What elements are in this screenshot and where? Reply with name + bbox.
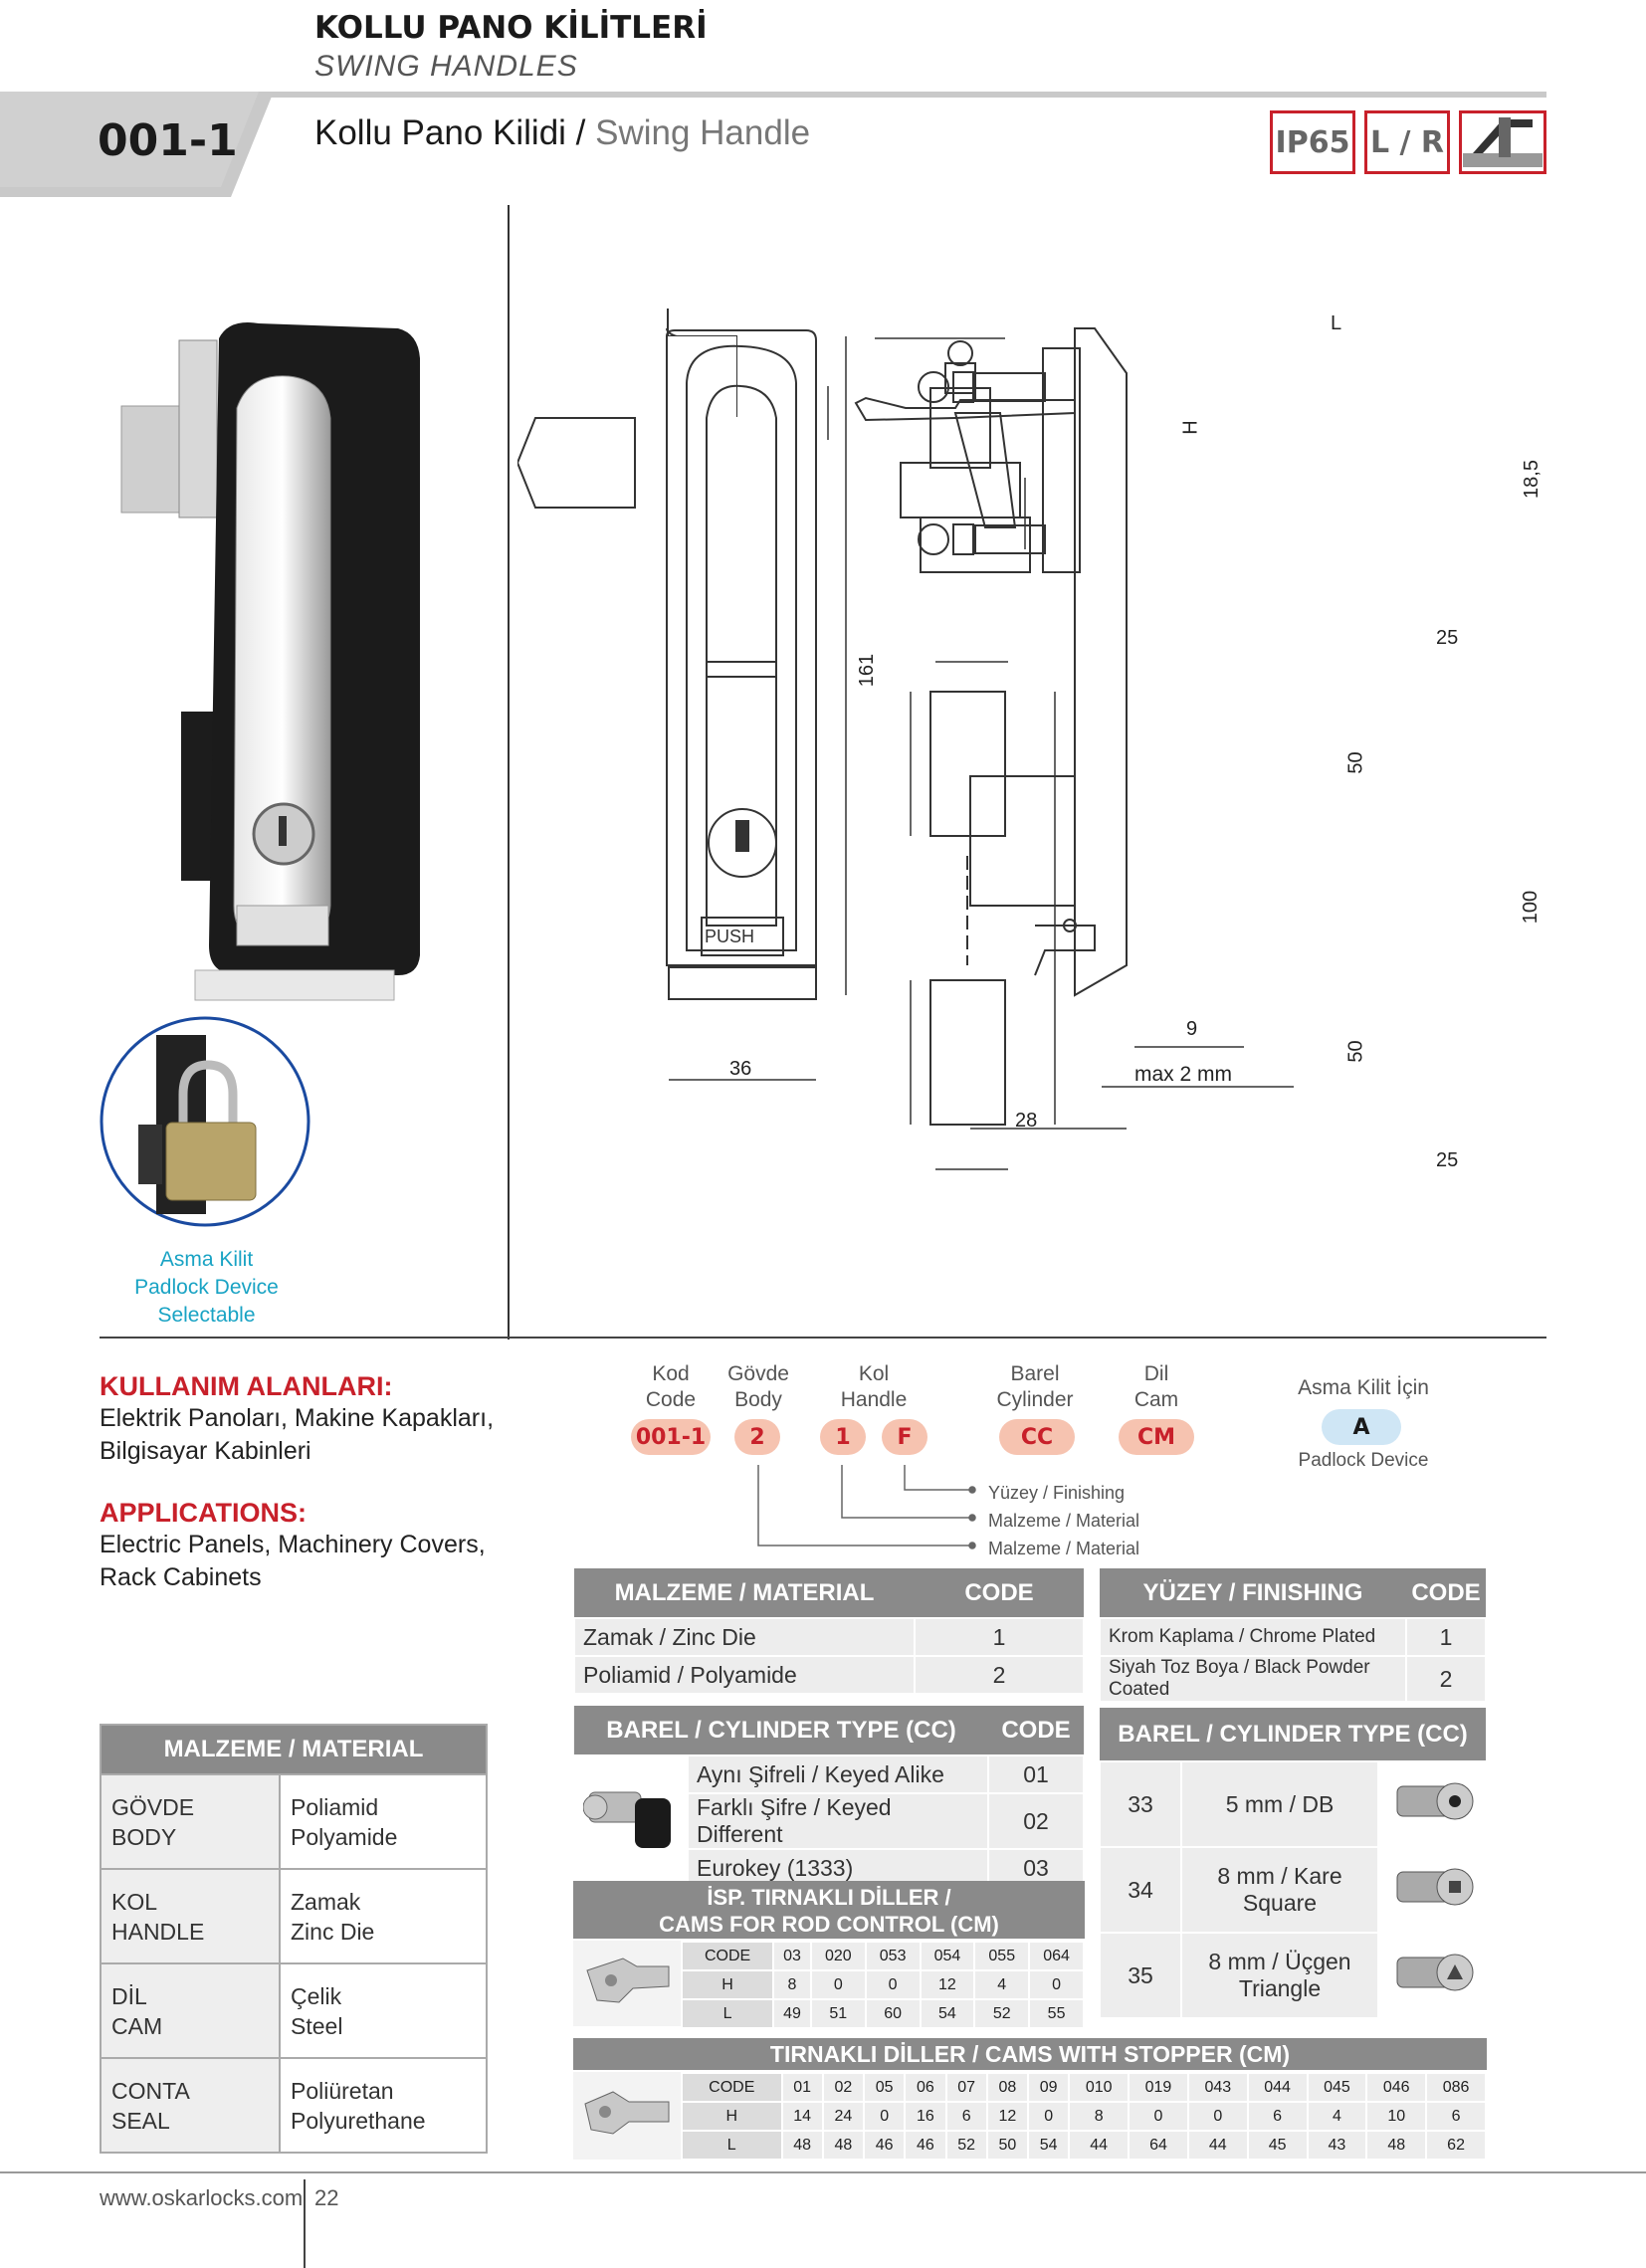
catalog-subtitle: SWING HANDLES: [314, 50, 578, 83]
code-tab: [0, 92, 274, 197]
dim-9: 9: [1186, 1018, 1198, 1040]
cylinder-db-icon: [1396, 1782, 1474, 1820]
dim-100: 100: [1520, 890, 1543, 925]
dim-36: 36: [729, 1058, 752, 1080]
footer-url[interactable]: www.oskarlocks.com: [100, 2185, 304, 2210]
push-label: PUSH: [705, 927, 755, 946]
pill-code: 001-1: [631, 1419, 711, 1455]
product-code: 001-1: [98, 115, 238, 166]
footer-rule: [0, 2171, 1646, 2173]
cylinder-square-icon: [1396, 1868, 1474, 1906]
dim-28: 28: [1015, 1110, 1038, 1132]
mounting-icon: [1459, 110, 1546, 174]
pill-padlock: A: [1322, 1409, 1401, 1445]
pill-cam: CM: [1119, 1419, 1194, 1455]
rod-cam-icon: [573, 1941, 681, 2026]
header-rule: [255, 92, 1546, 98]
footer-divider: [304, 2179, 306, 2268]
stopper-cams-header: TIRNAKLI DİLLER / CAMS WITH STOPPER (CM): [573, 2038, 1487, 2070]
dim-161: 161: [856, 653, 879, 688]
catalog-title: KOLLU PANO KİLİTLERİ: [314, 10, 708, 46]
dim-18-5: 18,5: [1520, 460, 1543, 499]
usage-text-en-1: Electric Panels, Machinery Covers,: [100, 1531, 486, 1558]
usage-title-tr: KULLANIM ALANLARI:: [100, 1371, 393, 1401]
ip65-badge: IP65: [1270, 110, 1355, 174]
material-table-header: MALZEME / MATERIAL: [101, 1725, 487, 1774]
product-title: Kollu Pano Kilidi / Swing Handle: [314, 113, 811, 152]
pill-cylinder: CC: [999, 1419, 1075, 1455]
code-connector-lines: [757, 1465, 976, 1549]
cylinder-table: BAREL / CYLINDER TYPE (CC)CODE Aynı Şifr…: [573, 1706, 1085, 1888]
dim-max2mm: max 2 mm: [1134, 1063, 1233, 1086]
padlock-device-label: Padlock Device: [1298, 1450, 1429, 1471]
dim-50-bottom: 50: [1344, 1040, 1367, 1063]
stopper-cam-icon: [573, 2072, 681, 2160]
usage-text-en-2: Rack Cabinets: [100, 1563, 262, 1591]
cylinder-triangle-icon: [1396, 1954, 1474, 1991]
page-number: 22: [314, 2185, 339, 2210]
usage-text-tr-2: Bilgisayar Kabinleri: [100, 1437, 311, 1465]
usage-title-en: APPLICATIONS:: [100, 1498, 307, 1528]
dim-25-bottom: 25: [1436, 1149, 1459, 1171]
dim-H: H: [1179, 420, 1202, 435]
dim-L: L: [1331, 312, 1342, 334]
padlock-label: Asma Kilit İçin: [1298, 1376, 1429, 1399]
vertical-divider: [508, 205, 510, 1340]
usage-text-tr-1: Elektrik Panoları, Makine Kapakları,: [100, 1404, 495, 1432]
pill-handle: 1: [820, 1419, 866, 1455]
section-divider: [100, 1337, 1546, 1339]
dim-50-top: 50: [1344, 751, 1367, 774]
product-photo: [120, 322, 420, 1001]
dim-25-top: 25: [1436, 627, 1459, 649]
cylinder-key-icon: [582, 1791, 671, 1848]
usage-block: KULLANIM ALANLARI: Elektrik Panoları, Ma…: [100, 1371, 498, 1594]
technical-drawing: [517, 309, 1294, 1170]
pill-finish: F: [882, 1419, 927, 1455]
lr-badge: L / R: [1364, 110, 1450, 174]
pill-body: 2: [734, 1419, 780, 1455]
rod-cams-header: İSP. TIRNAKLI DİLLER /CAMS FOR ROD CONTR…: [573, 1881, 1085, 1939]
padlock-photo: [100, 1016, 310, 1227]
